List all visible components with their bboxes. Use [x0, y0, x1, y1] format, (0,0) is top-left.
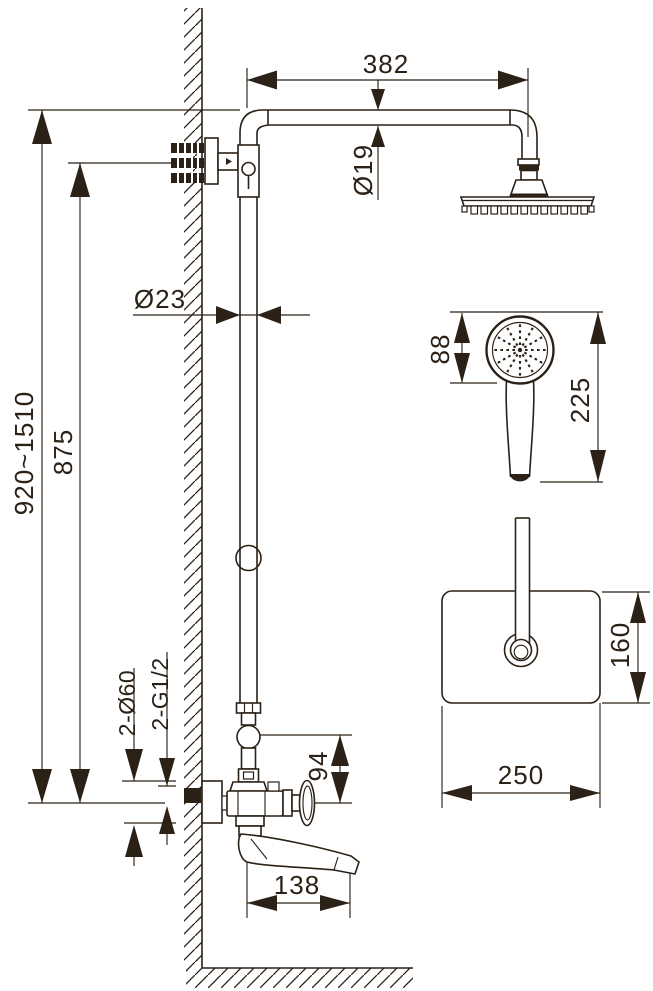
column-inner-line: [256, 124, 523, 703]
dim-plate-height: 160: [605, 592, 646, 703]
diverter-assembly: [228, 702, 269, 792]
spout-aerator-line: [333, 856, 339, 871]
shower-head-disc: [459, 196, 596, 207]
valve-top-port: [267, 781, 280, 792]
shower-column: [239, 109, 538, 703]
plate-hub-inner: [513, 644, 529, 660]
dim-spout-height: 94: [303, 735, 349, 803]
overhead-shower: [459, 158, 596, 215]
bracket-knob: [241, 161, 256, 177]
dim-spout-height-label: 94: [303, 751, 333, 782]
valve-riser-flare: [228, 781, 269, 792]
diverter-neck-top: [240, 712, 257, 726]
floor: [186, 967, 413, 988]
anchor-screws: [171, 143, 204, 183]
connector-pin: [226, 158, 232, 165]
spout-connector-upper: [235, 815, 265, 827]
plate-hub-middle: [509, 638, 533, 662]
dim-column-diameter-label: Ø23: [134, 284, 186, 314]
hand-shower-center-dot: [517, 347, 523, 353]
dim-hand-shower-head: 88: [425, 313, 470, 383]
hand-shower-face: [491, 321, 549, 379]
bracket-flange: [204, 137, 219, 185]
handle-left-edge: [505, 379, 512, 478]
handle-right-edge: [528, 379, 535, 478]
mounting-plate: [441, 517, 601, 704]
spout-outline: [237, 833, 360, 875]
dim-plate-height-label: 160: [605, 622, 635, 668]
dim-hand-shower-length: 225: [565, 312, 606, 482]
dim-spout-reach-label: 138: [274, 870, 320, 900]
handle-hub: [282, 789, 293, 817]
cone-dark-band: [511, 193, 548, 198]
dim-escutcheon: 2-Ø60: [114, 668, 143, 866]
hand-shower: [485, 315, 555, 482]
dim-thread: 2-G1/2: [147, 652, 175, 845]
dim-arm-diameter-label: Ø19: [348, 144, 378, 196]
dim-arm-length: 382: [247, 49, 528, 90]
dim-plate-width-label: 250: [498, 760, 544, 790]
dim-overall-height-label: 920~1510: [9, 391, 39, 515]
dim-spout-reach: 138: [247, 870, 350, 911]
valve-wall-flange: [201, 780, 223, 824]
valve-handle-inner: [302, 785, 313, 821]
arm-collar: [517, 158, 540, 166]
tub-spout: [237, 833, 360, 875]
dim-arm-diameter: Ø19: [348, 80, 385, 200]
hand-shower-head: [485, 315, 555, 385]
dim-thread-label: 2-G1/2: [147, 657, 173, 730]
column-mid-connector: [235, 544, 262, 572]
wall-hatching: [184, 8, 202, 968]
valve-inlet-block: [184, 788, 201, 803]
dim-hand-shower-length-label: 225: [565, 377, 595, 423]
arm-dark-ring: [519, 165, 539, 171]
dim-hand-shower-head-label: 88: [425, 334, 455, 365]
spout-bend-line: [250, 838, 268, 860]
dim-bracket-height: 875: [48, 163, 90, 803]
mixer-valve: [184, 779, 316, 837]
head-neck: [520, 169, 538, 181]
diverter-collar-top: [235, 702, 262, 714]
dim-plate-width: 250: [442, 760, 600, 801]
column-outer-line: [239, 109, 538, 703]
diverter-ball: [236, 724, 261, 750]
valve-body: [226, 790, 284, 817]
shower-nozzles: [461, 205, 595, 215]
wall-bracket: [171, 137, 260, 198]
dim-overall-height: 920~1510: [9, 110, 52, 803]
dim-bracket-height-label: 875: [48, 429, 78, 475]
dim-arm-length-label: 382: [363, 49, 409, 79]
handle-tip: [510, 474, 530, 482]
diverter-neck-bottom: [240, 747, 257, 770]
dim-escutcheon-label: 2-Ø60: [114, 670, 140, 736]
dim-column-diameter: Ø23: [133, 284, 310, 324]
floor-hatching: [186, 968, 413, 988]
